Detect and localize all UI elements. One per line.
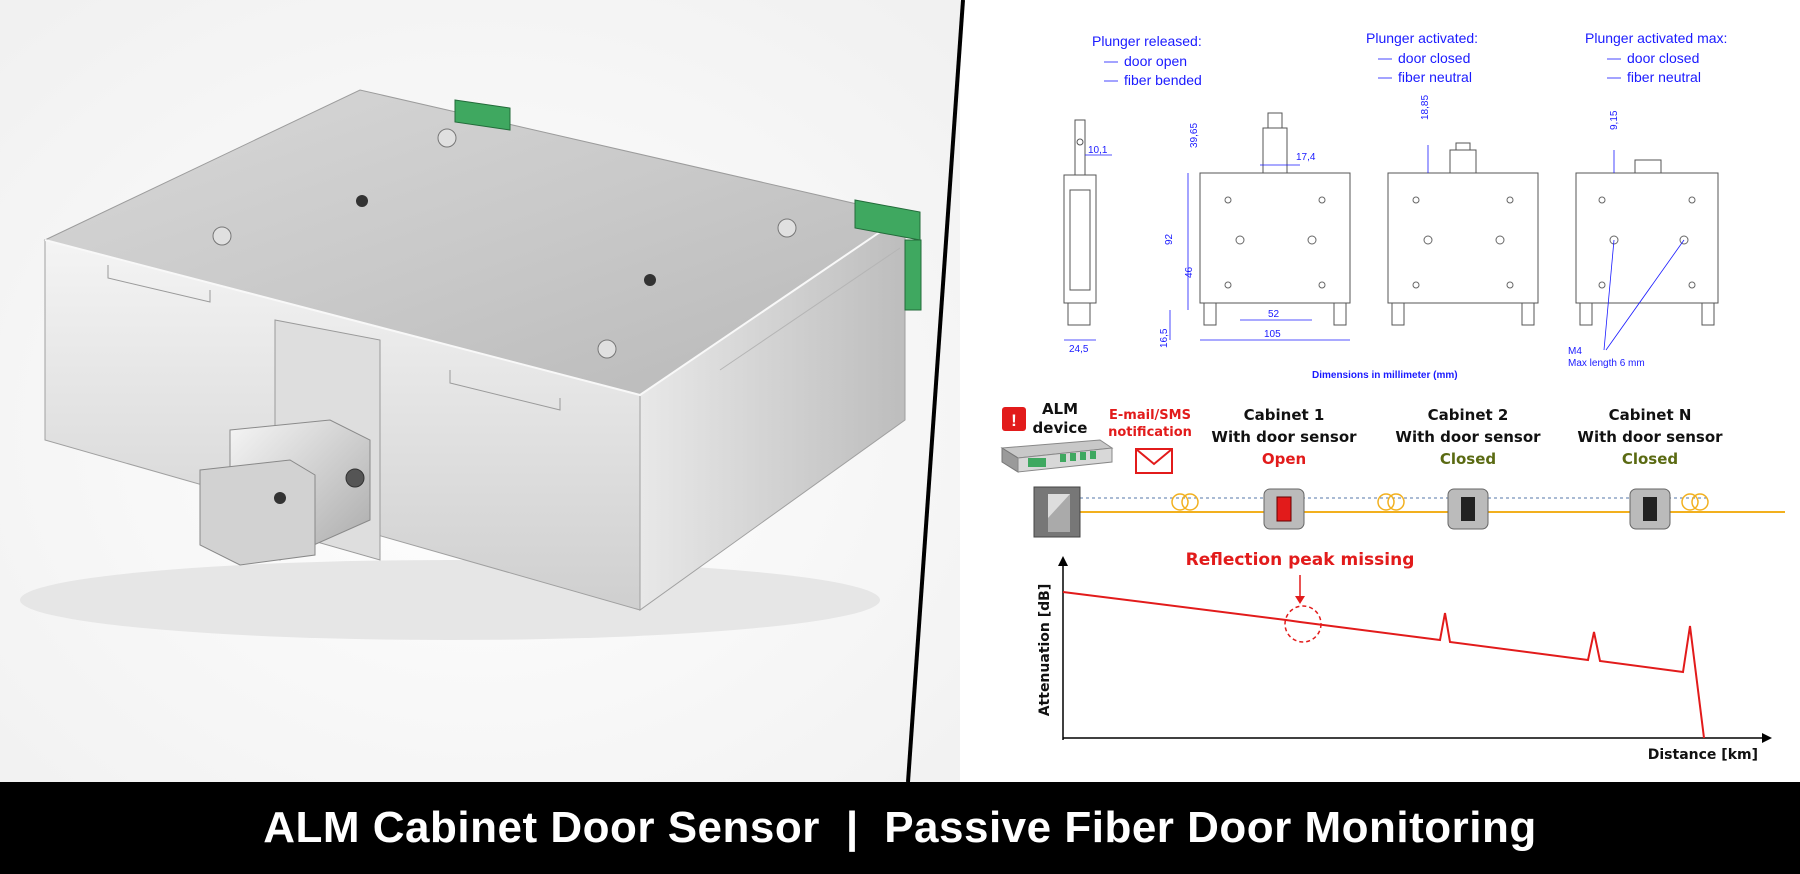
product-image — [0, 0, 960, 782]
banner-title-left: ALM Cabinet Door Sensor — [263, 803, 820, 852]
cabinet-labels: Cabinet 1 With door sensor Open Cabinet … — [1211, 406, 1723, 468]
y-axis-label: Attenuation [dB] — [1037, 584, 1053, 717]
dim-total-width: 105 — [1264, 329, 1281, 340]
state-line: door open — [1124, 53, 1187, 69]
cabinet-sub: With door sensor — [1211, 428, 1357, 446]
notify-label: notification — [1108, 425, 1192, 440]
state-line: door closed — [1398, 50, 1470, 66]
trace-annotation: Reflection peak missing — [1186, 550, 1415, 570]
dimensions-caption: Dimensions in millimeter (mm) — [1312, 370, 1458, 381]
title-banner: ALM Cabinet Door Sensor | Passive Fiber … — [0, 782, 1800, 874]
x-axis-label: Distance [km] — [1648, 747, 1758, 763]
dim-plunger-width: 17,4 — [1296, 152, 1316, 163]
state-title: Plunger activated: — [1366, 30, 1478, 46]
trace-line — [1062, 591, 1705, 739]
dim-side-depth: 24,5 — [1069, 344, 1089, 355]
front-view-activated-max: 9,15 M4 Max length 6 mm — [1568, 110, 1719, 369]
alm-device: ! ALM device — [1000, 400, 1114, 473]
alm-label: ALM — [1042, 400, 1078, 418]
state-title: Plunger released: — [1092, 33, 1202, 49]
front-view-activated: 18,85 — [1387, 95, 1539, 326]
dim-hole-spacing: 52 — [1268, 309, 1280, 320]
state-title: Plunger activated max: — [1585, 30, 1727, 46]
door-sensor-icon — [1447, 488, 1489, 530]
state-activated-max: Plunger activated max: door closed fiber… — [1585, 30, 1727, 85]
state-line: fiber neutral — [1627, 69, 1701, 85]
cabinet-name: Cabinet 1 — [1244, 406, 1325, 424]
banner-separator: | — [845, 803, 859, 852]
side-view-drawing: 10,1 24,5 — [1063, 119, 1112, 355]
notify-label: E-mail/SMS — [1109, 408, 1191, 423]
cabinet-status-closed: Closed — [1440, 450, 1496, 468]
state-line: fiber neutral — [1398, 69, 1472, 85]
cabinet-name: Cabinet N — [1609, 406, 1692, 424]
door-sensor-icon — [1629, 488, 1671, 530]
cabinet-status-open: Open — [1262, 450, 1306, 468]
state-activated: Plunger activated: door closed fiber neu… — [1366, 30, 1478, 85]
dim-screw-note: Max length 6 mm — [1568, 358, 1645, 369]
dim-hole-height: 46 — [1184, 266, 1195, 278]
banner-title-right: Passive Fiber Door Monitoring — [884, 803, 1537, 852]
door-sensor-icon — [1263, 488, 1305, 530]
otdr-trace-chart: Reflection peak missing Attenuation [dB]… — [1037, 550, 1772, 763]
cabinet-status-closed: Closed — [1622, 450, 1678, 468]
dim-side-width: 10,1 — [1088, 145, 1108, 156]
cabinet-sub: With door sensor — [1577, 428, 1723, 446]
state-line: door closed — [1627, 50, 1699, 66]
dim-screw: M4 — [1568, 346, 1582, 357]
missing-peak-marker — [1284, 605, 1322, 643]
front-view-released: 92 46 39,65 17,4 52 16,5 105 — [1159, 112, 1351, 348]
diagram-area: Plunger released: door open fiber bended… — [1000, 30, 1785, 763]
cabinet-sub: With door sensor — [1395, 428, 1541, 446]
alert-icon: ! — [1011, 411, 1017, 430]
fiber-coil-icon — [1171, 493, 1709, 511]
notification: E-mail/SMS notification — [1108, 408, 1192, 474]
fiber-network — [1033, 486, 1785, 538]
dim-plunger-2: 18,85 — [1420, 95, 1431, 120]
email-icon — [1135, 448, 1173, 474]
state-released: Plunger released: door open fiber bended — [1092, 33, 1202, 88]
dim-total-height: 92 — [1164, 233, 1175, 245]
cabinet-name: Cabinet 2 — [1428, 406, 1509, 424]
alm-label: device — [1033, 419, 1088, 437]
dim-plunger-1: 39,65 — [1189, 123, 1200, 148]
dim-base-offset: 16,5 — [1159, 328, 1170, 348]
dim-plunger-3: 9,15 — [1609, 110, 1620, 130]
state-line: fiber bended — [1124, 72, 1202, 88]
